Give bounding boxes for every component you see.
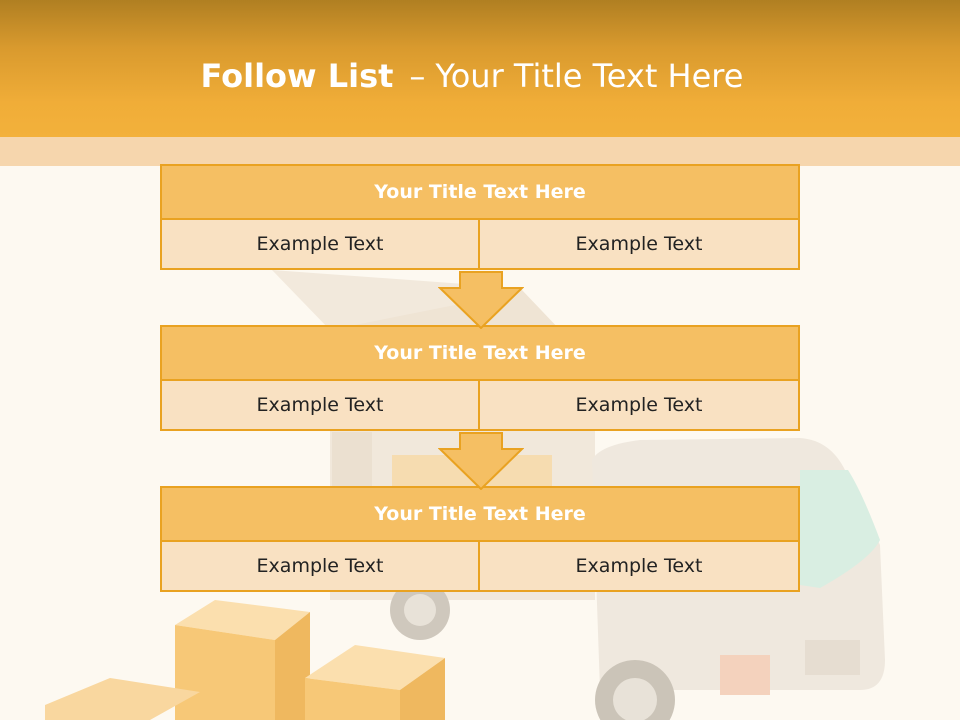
block-cell-right: Example Text xyxy=(480,542,800,592)
block-title: Your Title Text Here xyxy=(160,486,800,542)
truck-headlight xyxy=(720,655,770,695)
header-bar xyxy=(0,0,960,137)
boxes-illustration xyxy=(45,600,445,720)
title-rest: Your Title Text Here xyxy=(435,57,744,95)
truck-windshield xyxy=(800,470,880,588)
title-bold: Follow List xyxy=(200,57,394,95)
block-cell-left: Example Text xyxy=(160,381,480,431)
down-arrow-icon xyxy=(438,271,524,329)
page-title: Follow List–Your Title Text Here xyxy=(0,56,944,96)
block-title: Your Title Text Here xyxy=(160,164,800,220)
block-cell-left: Example Text xyxy=(160,542,480,592)
down-arrow-icon xyxy=(438,432,524,490)
title-separator: – xyxy=(409,57,426,95)
block-cell-left: Example Text xyxy=(160,220,480,270)
block-cell-right: Example Text xyxy=(480,381,800,431)
header-band xyxy=(0,137,960,166)
block-cell-right: Example Text xyxy=(480,220,800,270)
truck-grille xyxy=(805,640,860,675)
block-title: Your Title Text Here xyxy=(160,325,800,381)
